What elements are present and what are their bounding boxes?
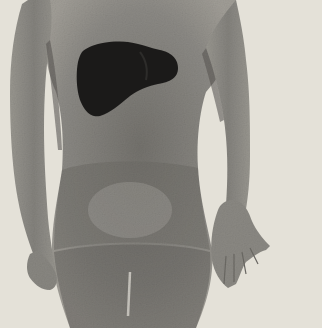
lower-body-shadow <box>54 245 210 328</box>
abdomen-highlight <box>88 182 172 238</box>
